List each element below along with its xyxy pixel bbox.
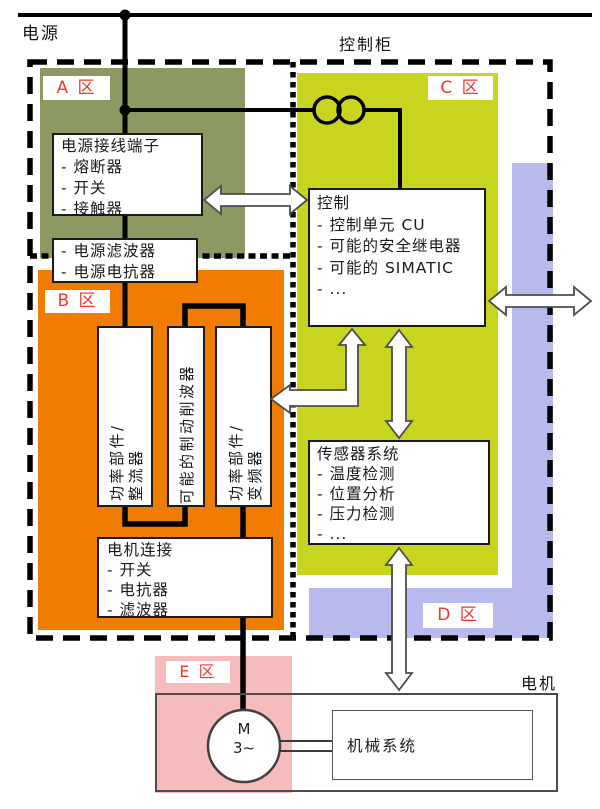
motor-connection-box: 电机连接 - 开关 - 电抗器 - 滤波器 — [97, 537, 273, 619]
arrow-control-zone-b — [269, 327, 367, 415]
motor-label: 电机 — [521, 674, 558, 693]
sensor-system-title: 传感器系统 — [317, 445, 400, 463]
power-supply-label: 电源 — [22, 24, 60, 44]
power-terminal-item: - 接触器 — [61, 200, 124, 218]
arrow-control-sensor — [384, 328, 414, 440]
zone-d-area-vertical — [512, 163, 553, 638]
zone-a-tag: A 区 — [43, 76, 110, 100]
line-filter-item: - 电源滤波器 — [61, 242, 157, 260]
control-feed-line — [364, 108, 402, 190]
mechanical-system-label: 机械系统 — [347, 737, 418, 755]
motor-enclosure — [155, 693, 558, 792]
motor-circle — [206, 708, 282, 784]
sensor-system-item: - 位置分析 — [317, 485, 396, 503]
motor-connection-title: 电机连接 — [107, 541, 174, 559]
arrow-sensor-motor — [384, 546, 414, 692]
sensor-system-item: - 温度检测 — [317, 465, 396, 483]
arrow-zone-a-control — [202, 184, 309, 216]
zone-c-tag: C 区 — [428, 76, 493, 100]
sensor-system-box: 传感器系统 - 温度检测 - 位置分析 - 压力检测 - ... — [308, 440, 490, 545]
motor-connection-item: - 滤波器 — [107, 601, 170, 619]
power-terminal-item: - 开关 — [61, 179, 107, 197]
control-item: - 可能的 SIMATIC — [317, 258, 454, 277]
motor-connection-item: - 电抗器 — [107, 581, 170, 599]
control-item: - 可能的安全继电器 — [317, 237, 462, 255]
chopper-inverter-link — [182, 303, 246, 330]
power-terminal-box: 电源接线端子 - 熔断器 - 开关 - 接触器 — [52, 133, 203, 218]
motor-symbol-phase: 3~ — [232, 739, 256, 757]
motor-symbol-text: M 3~ — [214, 720, 274, 758]
motor-symbol-m: M — [237, 720, 251, 738]
inverter-box: 功率部件/ 变频器 — [215, 326, 272, 507]
control-item: - 控制单元 CU — [317, 215, 426, 234]
sensor-system-item: - 压力检测 — [317, 505, 396, 523]
transformer-icon — [312, 95, 342, 125]
arrow-control-external — [487, 285, 593, 317]
chopper-box: 可能的制动削波器 — [167, 326, 205, 507]
zone-e-tag: E 区 — [166, 661, 230, 683]
mechanical-system-box: 机械系统 — [332, 710, 533, 780]
cabinet-label: 控制柜 — [339, 35, 394, 54]
control-title: 控制 — [317, 194, 351, 212]
cabinet-dashed-border — [27, 59, 553, 641]
control-item: - ... — [317, 280, 348, 298]
line-filter-box: - 电源滤波器 - 电源电抗器 — [52, 238, 198, 283]
rectifier-box: 功率部件/ 整流器 — [97, 326, 153, 507]
zone-b-tag: B 区 — [45, 290, 110, 313]
power-terminal-item: - 熔断器 — [61, 158, 124, 176]
power-terminal-title: 电源接线端子 — [61, 137, 161, 155]
rectifier-chopper-link — [122, 503, 188, 527]
zone-d-tag: D 区 — [423, 603, 493, 628]
line-filter-item: - 电源电抗器 — [61, 263, 157, 281]
sensor-system-item: - ... — [317, 525, 348, 543]
motor-connection-item: - 开关 — [107, 561, 153, 579]
control-box: 控制 - 控制单元 CU - 可能的安全继电器 - 可能的 SIMATIC - … — [308, 188, 486, 327]
